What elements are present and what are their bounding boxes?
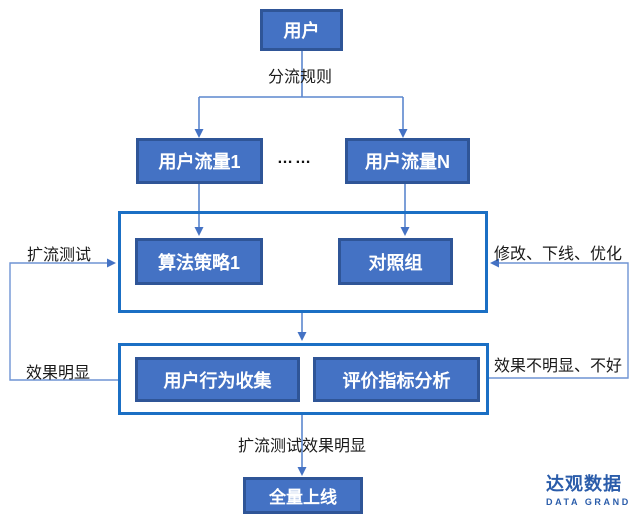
logo-name-cn: 达观数据	[546, 474, 622, 494]
label-split-rule: 分流规则	[268, 69, 333, 86]
node-metrics-analysis: 评价指标分析	[313, 357, 480, 402]
node-full-launch: 全量上线	[243, 477, 363, 514]
node-strategy1: 算法策略1	[135, 238, 263, 285]
node-traffic1: 用户流量1	[136, 138, 263, 184]
experiment-group-container	[118, 211, 488, 313]
connector-user-split	[198, 51, 404, 130]
analysis-container	[118, 343, 489, 415]
label-effect-obvious: 效果明显	[26, 365, 91, 382]
node-trafficN: 用户流量N	[345, 138, 470, 184]
label-modify-offline-optimize: 修改、下线、优化	[494, 246, 623, 263]
node-user: 用户	[260, 9, 343, 51]
connector-right-loop	[489, 262, 629, 379]
arrowhead-strategy	[194, 227, 204, 236]
node-control-group: 对照组	[338, 238, 453, 285]
arrowhead-collect	[297, 332, 307, 341]
arrowhead-control	[400, 227, 410, 236]
node-behavior-collect: 用户行为收集	[135, 357, 300, 402]
arrowhead-expand-test	[107, 258, 116, 268]
arrowhead-trafficN	[398, 129, 408, 138]
arrowhead-launch	[297, 467, 307, 476]
label-effect-not-obvious: 效果不明显、不好	[494, 358, 623, 375]
traffic-ellipsis: ……	[277, 150, 313, 167]
label-expand-test: 扩流测试	[27, 247, 92, 264]
arrowhead-traffic1	[194, 129, 204, 138]
connector-left-loop	[9, 262, 118, 381]
datagrand-logo: 达观数据 DATA GRAND	[546, 474, 631, 507]
arrowhead-modify	[490, 258, 499, 268]
logo-name-en: DATA GRAND	[546, 497, 631, 507]
label-expand-test-effect: 扩流测试效果明显	[238, 438, 367, 455]
